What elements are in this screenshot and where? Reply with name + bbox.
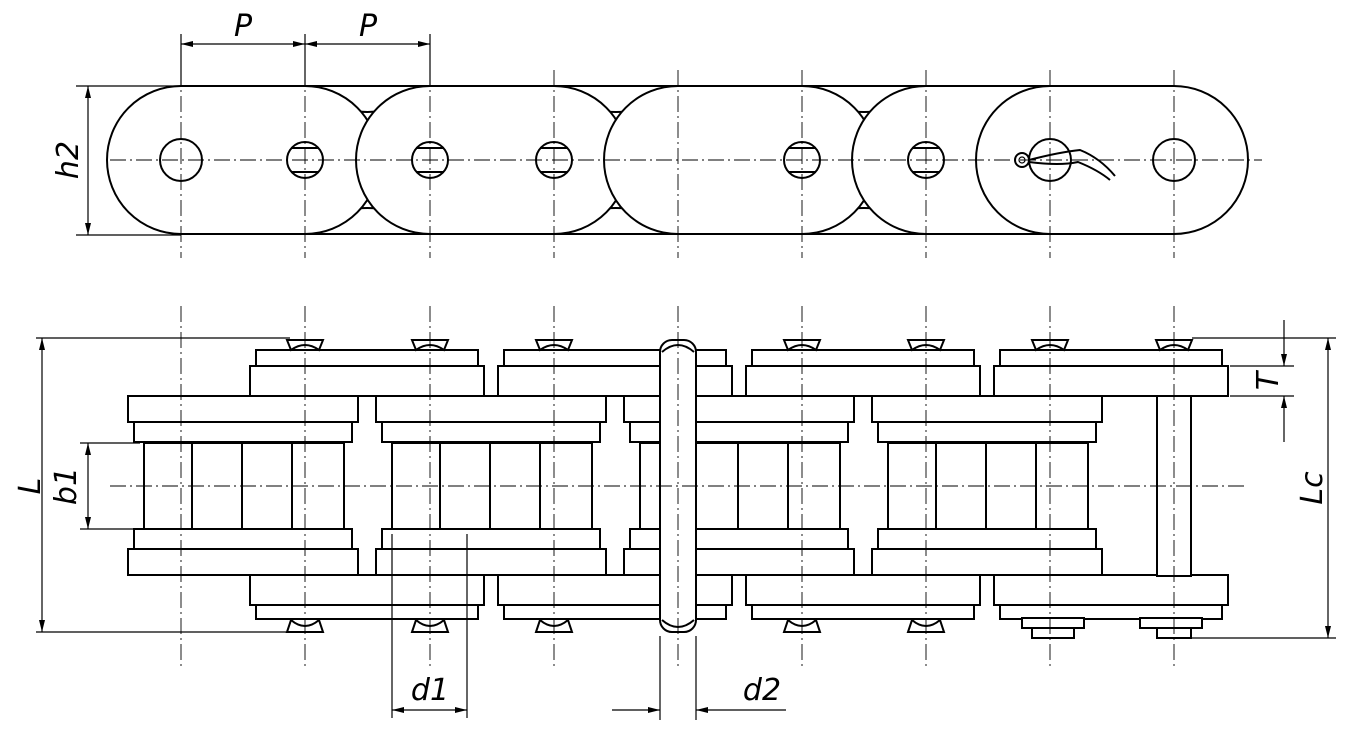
chain-top-view: [106, 70, 1262, 258]
inner-plate-bottom-step: [877, 528, 1097, 550]
inner-plate-top: [871, 395, 1103, 423]
inner-plate-top: [623, 395, 855, 423]
outer-plate-bottom: [745, 574, 981, 606]
outer-plate-top: [249, 365, 485, 397]
inner-plate-bottom-step: [381, 528, 601, 550]
inner-plate-top-step: [877, 421, 1097, 443]
inner-plate-top-step: [133, 421, 353, 443]
inner-plate-top: [375, 395, 607, 423]
outer-plate-bottom: [993, 574, 1229, 606]
roller-diameter-label: d1: [411, 673, 449, 708]
connector-pin-length-label: Lc: [1295, 471, 1330, 505]
outer-plate-bottom: [249, 574, 485, 606]
outer-plate-bottom-step: [255, 604, 479, 620]
inner-plate-bottom: [127, 548, 359, 576]
inner-plate-bottom: [375, 548, 607, 576]
inner-width-label: b1: [49, 467, 84, 505]
top-vertical-centerlines: [180, 70, 1175, 258]
side-vertical-centerlines: [180, 306, 1175, 668]
plate-thickness-label: T: [1251, 369, 1286, 390]
inner-plate-top: [127, 395, 359, 423]
dimension-labels: P P h2 b1 L Lc T d1 d2: [13, 9, 1330, 708]
outer-plate-top-step: [751, 349, 975, 367]
inner-plate-bottom: [623, 548, 855, 576]
pin-length-label: L: [13, 478, 48, 495]
plate-height-label: h2: [51, 141, 86, 179]
outer-plate-top-step: [255, 349, 479, 367]
dimension-lines: [36, 34, 1336, 720]
inner-plate-bottom: [871, 548, 1103, 576]
outer-plate-top-step: [999, 349, 1223, 367]
outer-plate-bottom-step: [999, 604, 1223, 620]
inner-plate-top-step: [381, 421, 601, 443]
inner-plate-bottom-step: [133, 528, 353, 550]
outer-plates-side: [249, 349, 1229, 620]
outer-plate-bottom-step: [751, 604, 975, 620]
pitch-label-1: P: [234, 9, 253, 44]
chain-side-view: [110, 306, 1248, 668]
outer-plate-top: [993, 365, 1229, 397]
outer-plate-top: [745, 365, 981, 397]
pin-diameter-label: d2: [743, 673, 781, 708]
pitch-label-2: P: [359, 9, 378, 44]
